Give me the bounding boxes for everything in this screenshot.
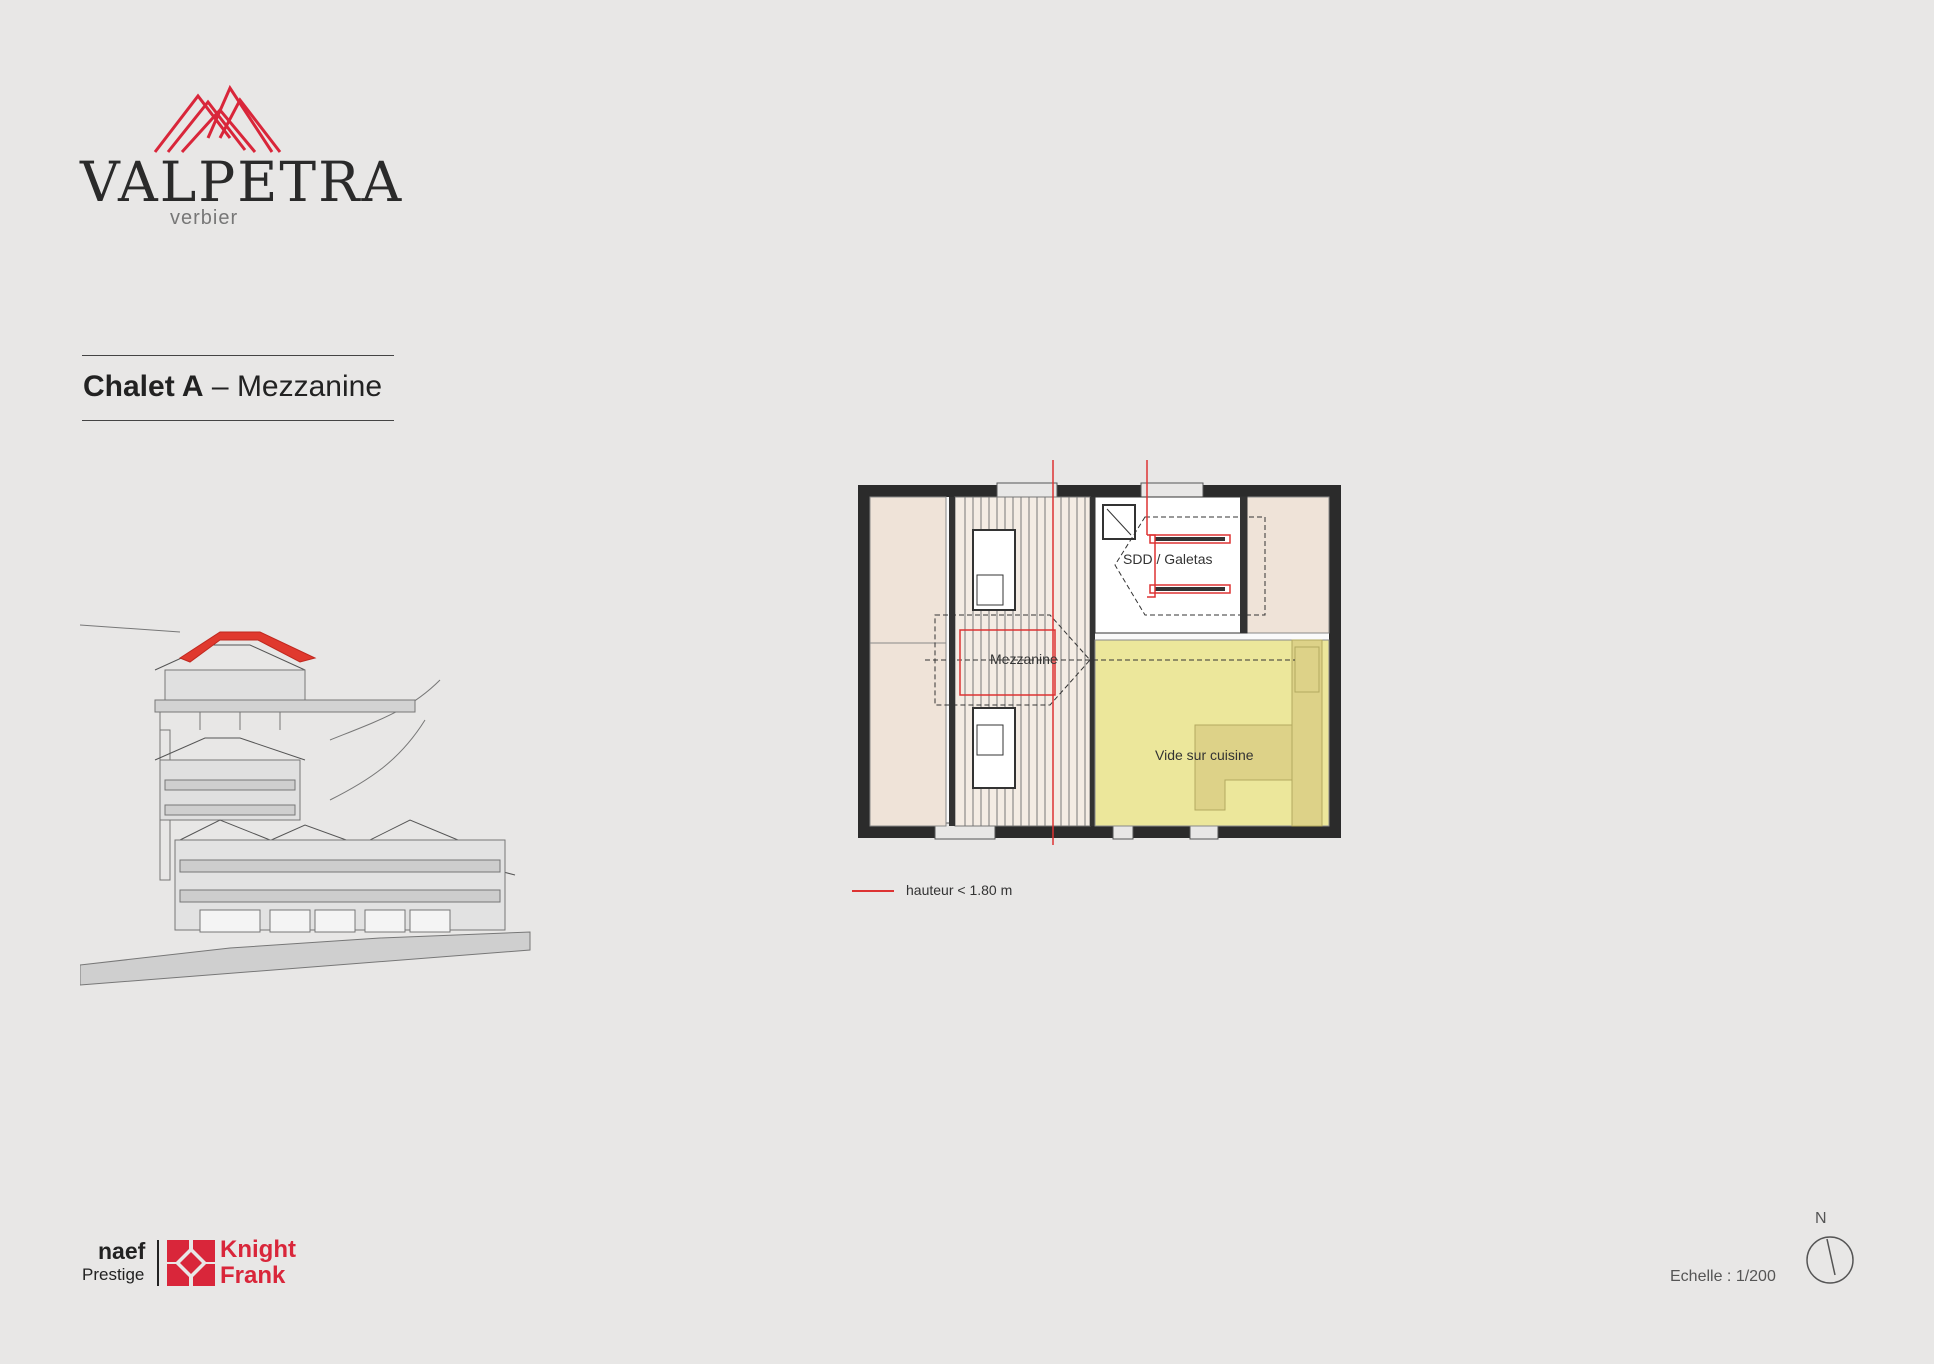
room-label-vide: Vide sur cuisine <box>1155 747 1254 763</box>
naef-logo-text: naef <box>98 1238 146 1264</box>
prestige-text: Prestige <box>82 1265 145 1284</box>
floor-plan: SDD / Galetas Mezzanine Vide sur cuisine <box>858 460 1341 845</box>
title-separator: – <box>203 370 237 403</box>
brand-name: VALPETRA <box>80 150 404 214</box>
room-label-sdd: SDD / Galetas <box>1123 551 1212 567</box>
north-compass-icon <box>1806 1236 1854 1284</box>
scale-label: Echelle : 1/200 <box>1670 1268 1776 1285</box>
title-frame <box>82 355 394 421</box>
brand-location: verbier <box>170 207 239 229</box>
knight-frank-mark-icon <box>167 1240 215 1286</box>
legend-text: hauteur < 1.80 m <box>906 882 1013 898</box>
knight-text: Knight <box>220 1236 296 1263</box>
building-elevation-drawing <box>80 624 531 986</box>
room-label-mezzanine: Mezzanine <box>990 651 1058 667</box>
legend-red-line <box>852 890 894 892</box>
title-rest: Mezzanine <box>236 370 383 403</box>
valpetra-mountain-logo-icon <box>153 84 282 154</box>
page-title: Chalet A – Mezzanine <box>83 370 382 404</box>
frank-text: Frank <box>220 1262 286 1289</box>
north-label: N <box>1815 1210 1827 1227</box>
highlighted-roof <box>178 631 317 663</box>
footer-separator <box>157 1240 159 1286</box>
title-bold: Chalet A <box>83 370 204 403</box>
